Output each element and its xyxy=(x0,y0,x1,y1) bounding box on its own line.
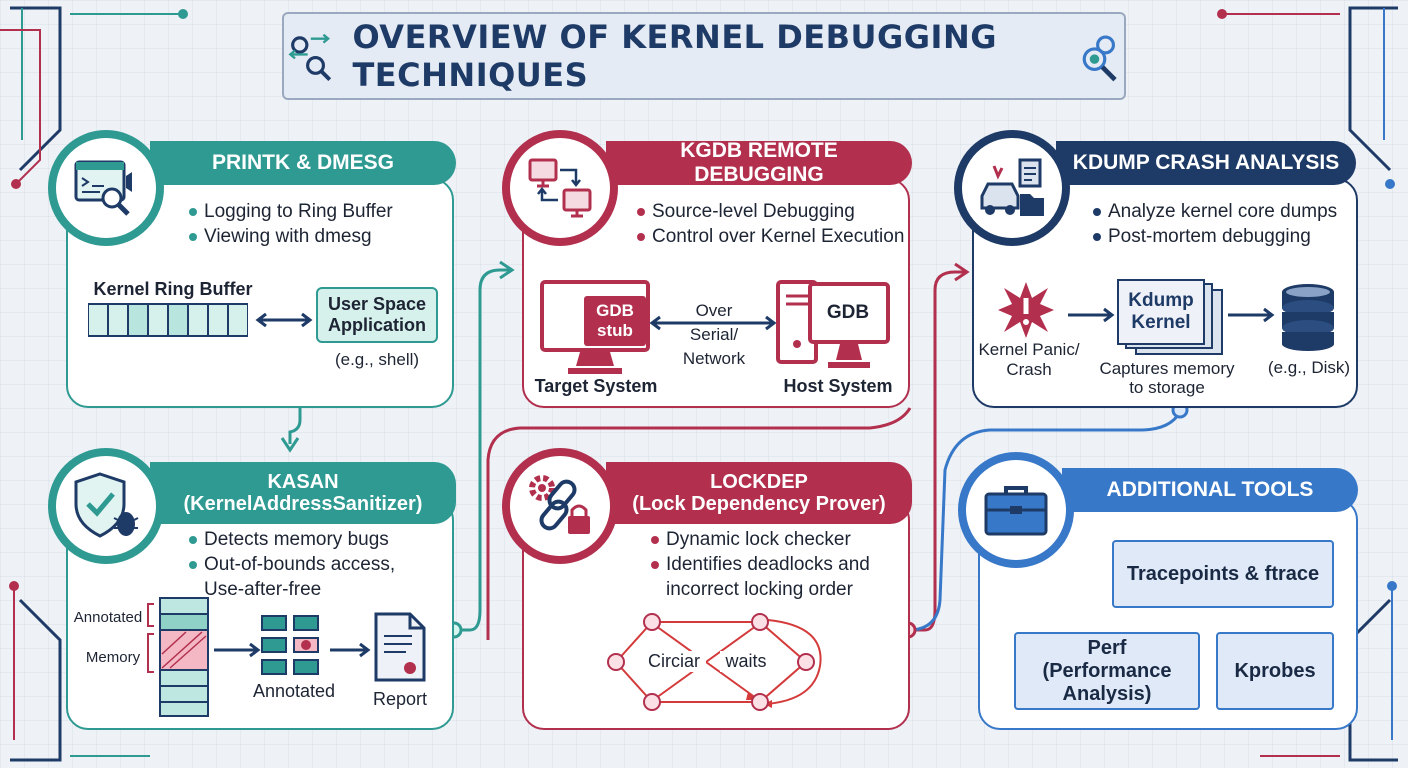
capture-label: Captures memory to storage xyxy=(1099,359,1235,397)
link-label: Over Serial/ Network xyxy=(682,301,746,368)
gears-arrows-icon xyxy=(288,33,332,82)
serial-link-arrow xyxy=(649,315,777,331)
bullet: Analyze kernel core dumps xyxy=(1090,199,1337,224)
target-system-label: Target System xyxy=(534,376,658,396)
memory-blocks-diagram xyxy=(147,597,209,717)
ring-buffer-arrow xyxy=(255,312,313,328)
user-space-app-box: User Space Application xyxy=(316,287,438,343)
lockdep-heading-line2: (Lock Dependency Prover) xyxy=(632,493,886,515)
kprobes-box: Kprobes xyxy=(1216,632,1334,710)
kernel-to-disk-arrow xyxy=(1228,307,1275,323)
kasan-bullets: Detects memory bugs Out-of-bounds access… xyxy=(186,527,426,602)
gear-magnifier-icon xyxy=(1082,35,1117,82)
annotated-label: Annotated xyxy=(252,681,336,701)
tracepoints-ftrace-box: Tracepoints & ftrace xyxy=(1112,540,1334,608)
disk-database-icon xyxy=(1282,284,1334,351)
report-document-icon xyxy=(374,612,426,682)
monitor-speaker-magnifier-icon xyxy=(74,160,132,216)
lockdep-bullets: Dynamic lock checker Identifies deadlock… xyxy=(648,527,898,602)
printk-badge xyxy=(48,130,164,246)
page-title: OVERVIEW OF KERNEL DEBUGGING TECHNIQUES xyxy=(352,18,997,94)
gdb-stub-box: GDB stub xyxy=(584,296,646,346)
report-label: Report xyxy=(372,689,428,709)
lockdep-badge xyxy=(502,448,618,564)
ring-buffer-diagram xyxy=(88,303,248,337)
memory-to-annotated-arrow xyxy=(214,642,261,658)
car-crash-files-icon xyxy=(980,158,1044,216)
kdump-heading: KDUMP CRASH ANALYSIS xyxy=(1056,141,1356,185)
bullet: Source-level Debugging xyxy=(634,199,904,224)
lockdep-heading-line1: LOCKDEP xyxy=(710,470,808,493)
kasan-heading: KASAN (KernelAddressSanitizer) xyxy=(150,462,456,524)
bullet: Logging to Ring Buffer xyxy=(186,199,393,224)
tools-heading: ADDITIONAL TOOLS xyxy=(1062,468,1358,512)
panic-burst-icon xyxy=(998,282,1054,338)
kasan-heading-line2: (KernelAddressSanitizer) xyxy=(183,493,423,515)
circular-label: Circiar xyxy=(642,651,706,672)
kdump-kernel-stack xyxy=(1117,279,1223,355)
bullet: Out-of-bounds access, Use-after-free xyxy=(186,552,426,602)
bullet: Post-mortem debugging xyxy=(1090,224,1337,249)
annotated-grid-diagram xyxy=(261,615,319,675)
annotated-tag: Annotated xyxy=(73,609,143,626)
title-banner: OVERVIEW OF KERNEL DEBUGGING TECHNIQUES xyxy=(282,12,1126,100)
kdump-bullets: Analyze kernel core dumps Post-mortem de… xyxy=(1090,199,1337,249)
toolbox-icon xyxy=(984,486,1048,536)
kasan-heading-line1: KASAN xyxy=(267,470,339,493)
kgdb-heading: KGDB REMOTE DEBUGGING xyxy=(606,139,912,186)
perf-box: Perf (Performance Analysis) xyxy=(1014,632,1200,710)
kgdb-bullets: Source-level Debugging Control over Kern… xyxy=(634,199,904,249)
bullet: Control over Kernel Execution xyxy=(634,224,904,249)
gdb-label: GDB xyxy=(826,302,870,324)
bullet: Identifies deadlocks and incorrect locki… xyxy=(648,552,898,602)
tools-badge xyxy=(958,452,1074,568)
bullet: Detects memory bugs xyxy=(186,527,426,552)
panic-to-kernel-arrow xyxy=(1068,307,1115,323)
kernel-panic-label: Kernel Panic/ Crash xyxy=(978,340,1080,379)
ring-buffer-label: Kernel Ring Buffer xyxy=(93,279,253,299)
shield-bug-icon xyxy=(74,472,139,538)
printk-heading: PRINTK & DMESG xyxy=(150,141,456,185)
disk-label: (e.g., Disk) xyxy=(1267,358,1351,377)
kdump-kernel-label: Kdump Kernel xyxy=(1128,290,1194,333)
printk-bullets: Logging to Ring Buffer Viewing with dmes… xyxy=(186,199,393,249)
bullet: Viewing with dmesg xyxy=(186,224,393,249)
two-computers-icon xyxy=(528,158,592,218)
host-system-label: Host System xyxy=(783,376,893,396)
kasan-badge xyxy=(48,448,164,564)
annotated-to-report-arrow xyxy=(330,642,371,658)
gear-chain-lock-icon xyxy=(529,475,590,534)
bullet: Dynamic lock checker xyxy=(648,527,898,552)
memory-tag: Memory xyxy=(85,649,141,666)
waits-label: waits xyxy=(720,651,772,672)
host-system-computer xyxy=(776,280,890,368)
circular-wait-graph xyxy=(607,613,822,711)
lockdep-heading: LOCKDEP (Lock Dependency Prover) xyxy=(606,462,912,524)
kdump-badge xyxy=(954,130,1070,246)
app-example-label: (e.g., shell) xyxy=(334,350,420,369)
kgdb-badge xyxy=(502,130,618,246)
